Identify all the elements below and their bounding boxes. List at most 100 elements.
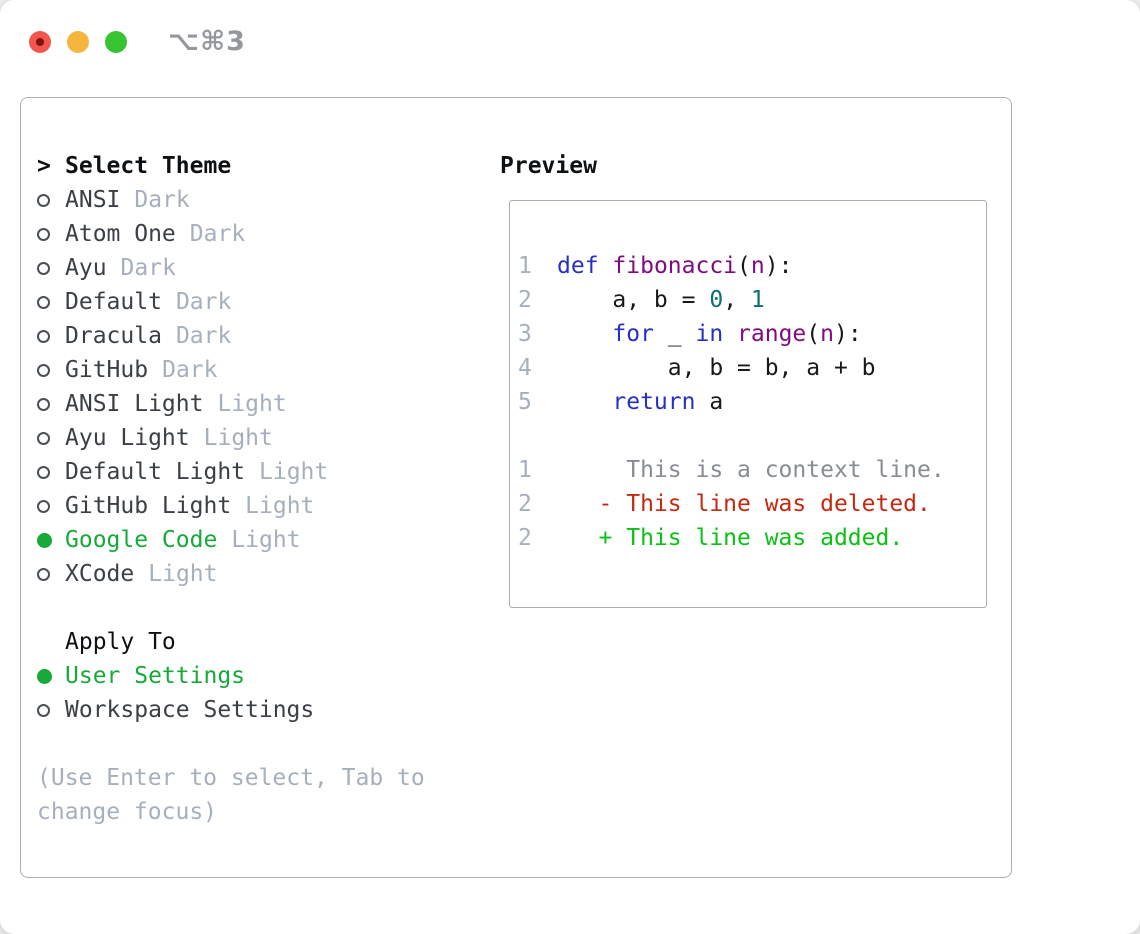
code-text: def fibonacci(n): [557, 253, 792, 279]
radio-icon [37, 431, 65, 445]
line-number: 2 [518, 491, 532, 517]
zoom-button[interactable] [105, 30, 127, 53]
token-pln: ( [806, 321, 821, 347]
apply-to-option[interactable]: Workspace Settings [37, 693, 483, 727]
token-ctx: This is a context line. [557, 457, 945, 483]
minimize-button[interactable] [67, 30, 89, 53]
code-text: return a [557, 389, 723, 415]
theme-item[interactable]: ANSI Dark [37, 183, 483, 217]
close-dot-icon [36, 37, 44, 46]
theme-item-variant: Dark [175, 289, 232, 315]
preview-header: Preview [500, 153, 597, 179]
token-lit: 1 [750, 287, 765, 313]
code-text: for _ in range(n): [557, 321, 862, 347]
hint-text: (Use Enter to select, Tab to [37, 765, 425, 791]
radio-icon [37, 703, 65, 717]
token-pln: _ [653, 321, 696, 347]
token-pln: ( [737, 253, 751, 279]
theme-picker-header: > Select Theme [37, 149, 483, 183]
line-number: 2 [518, 287, 532, 313]
token-pln [723, 321, 737, 347]
theme-item[interactable]: XCode Light [37, 557, 483, 591]
theme-item[interactable]: Default Dark [37, 285, 483, 319]
token-add: + This line was added. [557, 525, 904, 551]
token-pln: a, b = b, a + b [557, 355, 876, 381]
preview-box: 1 def fibonacci(n): 2 a, b = 0, 1 3 for _ i… [509, 200, 987, 608]
spacer-row [37, 727, 483, 761]
hint-line: (Use Enter to select, Tab to [37, 761, 483, 795]
token-pln [557, 321, 612, 347]
token-typ: range [737, 321, 807, 347]
radio-icon [37, 499, 65, 513]
theme-item-variant: Dark [189, 221, 246, 247]
radio-icon [37, 465, 65, 479]
theme-item-name: Google Code [65, 527, 218, 553]
line-number: 4 [518, 355, 532, 381]
token-typ: n [750, 253, 765, 279]
apply-to-option[interactable]: User Settings [37, 659, 483, 693]
theme-item[interactable]: GitHub Light Light [37, 489, 483, 523]
theme-item-name: Default Light [65, 459, 246, 485]
hint-text: change focus) [37, 799, 218, 825]
theme-item-variant: Dark [134, 187, 190, 213]
token-del: - This line was deleted. [557, 491, 931, 517]
code-text: a, b = 0, 1 [557, 287, 765, 313]
close-button[interactable] [29, 30, 51, 53]
theme-item-name: ANSI [65, 187, 121, 213]
theme-item[interactable]: Google Code Light [37, 523, 483, 557]
preview-code-line: 2 - This line was deleted. [518, 487, 986, 521]
code-text: This is a context line. [557, 457, 945, 483]
radio-icon [37, 261, 65, 275]
theme-item[interactable]: ANSI Light Light [37, 387, 483, 421]
preview-blank-line [518, 419, 986, 453]
theme-item-variant: Light [245, 493, 315, 519]
theme-item-variant: Dark [120, 255, 176, 281]
token-pln: ): [834, 321, 862, 347]
line-number: 1 [518, 457, 532, 483]
theme-item-name: GitHub Light [65, 493, 232, 519]
theme-item-variant: Light [231, 527, 301, 553]
radio-icon [37, 227, 65, 241]
theme-item-name: Atom One [65, 221, 176, 247]
code-text: - This line was deleted. [557, 491, 931, 517]
token-kwd: for [612, 321, 654, 347]
preview-code-line: 5 return a [518, 385, 986, 419]
line-number: 1 [518, 253, 532, 279]
line-number: 5 [518, 389, 532, 415]
theme-item-name: Ayu Light [65, 425, 190, 451]
theme-picker-title: Select Theme [65, 153, 232, 179]
radio-icon [37, 397, 65, 411]
token-pln: a [695, 389, 724, 415]
token-kwd: def [557, 253, 599, 279]
line-number: 3 [518, 321, 532, 347]
code-text: a, b = b, a + b [557, 355, 876, 381]
selected-radio-icon [37, 532, 65, 548]
hint-line: change focus) [37, 795, 483, 829]
theme-item[interactable]: Atom One Dark [37, 217, 483, 251]
theme-item-name: ANSI Light [65, 391, 204, 417]
theme-item-variant: Light [259, 459, 329, 485]
cursor-arrow-icon: > [37, 153, 51, 179]
token-lit: 0 [709, 287, 724, 313]
preview-code-line: 2 + This line was added. [518, 521, 986, 555]
selected-radio-icon [37, 668, 65, 684]
token-kwd: in [695, 321, 724, 347]
apply-to-option-label: Workspace Settings [65, 697, 315, 723]
theme-item-variant: Light [148, 561, 218, 587]
theme-item-name: XCode [65, 561, 135, 587]
theme-item-variant: Light [217, 391, 287, 417]
titlebar: ⌥⌘3 [29, 26, 246, 57]
token-pln [599, 253, 613, 279]
theme-item-variant: Dark [175, 323, 232, 349]
theme-item-name: Default [65, 289, 162, 315]
preview-code-line: 1 This is a context line. [518, 453, 986, 487]
line-number: 2 [518, 525, 532, 551]
theme-item[interactable]: Default Light Light [37, 455, 483, 489]
